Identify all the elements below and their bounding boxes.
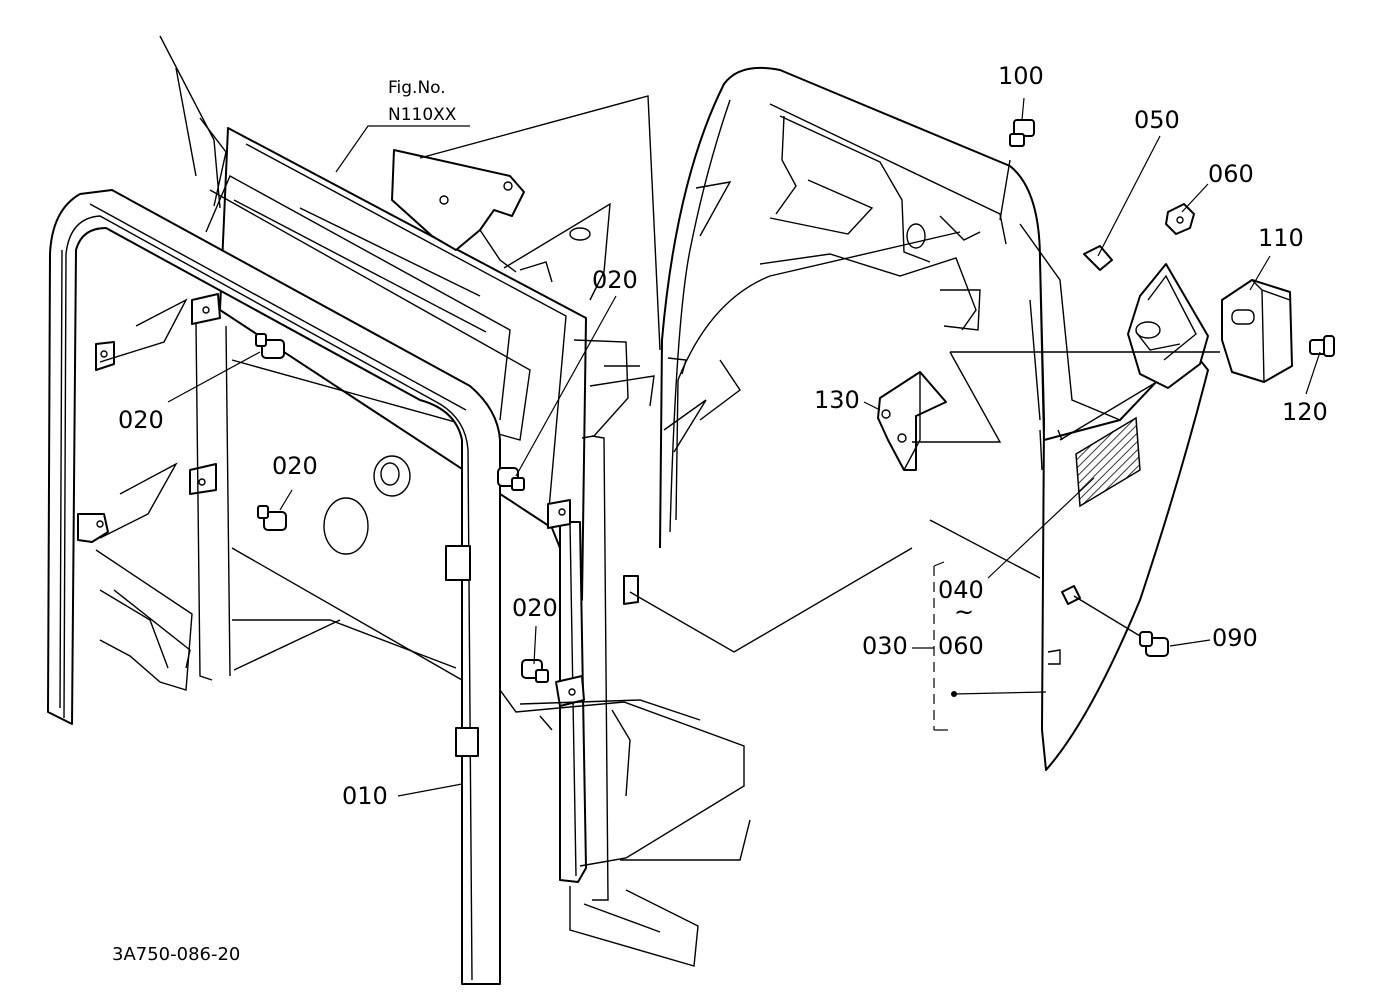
bolt-100	[1009, 119, 1035, 147]
bolt-020-middle-left	[257, 505, 287, 531]
callout-110: 110	[1258, 224, 1304, 252]
screw-120	[1309, 335, 1335, 357]
callout-leaders	[167, 97, 1321, 797]
bolt-020-middle-right	[497, 467, 525, 491]
bolt-090	[1061, 585, 1169, 657]
callout-040: 040	[938, 576, 984, 604]
lower-frame-structure	[95, 323, 751, 967]
callout-120: 120	[1282, 398, 1328, 426]
figure-ref-title: Fig.No.	[388, 78, 446, 98]
drawing-code: 3A750-086-20	[112, 944, 240, 965]
figure-ref-number: N110XX	[388, 105, 457, 125]
reflector-decal-040	[1075, 416, 1141, 508]
callout-040-range-end: 060	[938, 632, 984, 660]
callout-100: 100	[998, 62, 1044, 90]
callout-020-d: 020	[512, 594, 558, 622]
assembly-lines-right	[912, 159, 1220, 637]
callout-020-c: 020	[592, 266, 638, 294]
bracket-130	[877, 371, 947, 471]
bolt-020-lower	[521, 659, 549, 683]
callout-020-a: 020	[118, 406, 164, 434]
frame-brackets	[77, 293, 639, 757]
lamp-110	[1221, 279, 1293, 383]
callout-060: 060	[1208, 160, 1254, 188]
callout-040-range-mark: ~	[954, 598, 974, 626]
meter-bracket	[391, 149, 655, 439]
bolt-020-upper-left	[255, 333, 285, 359]
light-mount-bracket-050	[1083, 245, 1209, 389]
callout-030: 030	[862, 632, 908, 660]
callout-090: 090	[1212, 624, 1258, 652]
rear-pillar-frame	[159, 35, 227, 209]
panel-bolts	[255, 333, 549, 683]
callout-010: 010	[342, 782, 388, 810]
callout-050: 050	[1134, 106, 1180, 134]
assembly-lines-left	[335, 95, 913, 653]
callout-020-b: 020	[272, 452, 318, 480]
clip-060	[1165, 203, 1195, 235]
callout-130: 130	[814, 386, 860, 414]
